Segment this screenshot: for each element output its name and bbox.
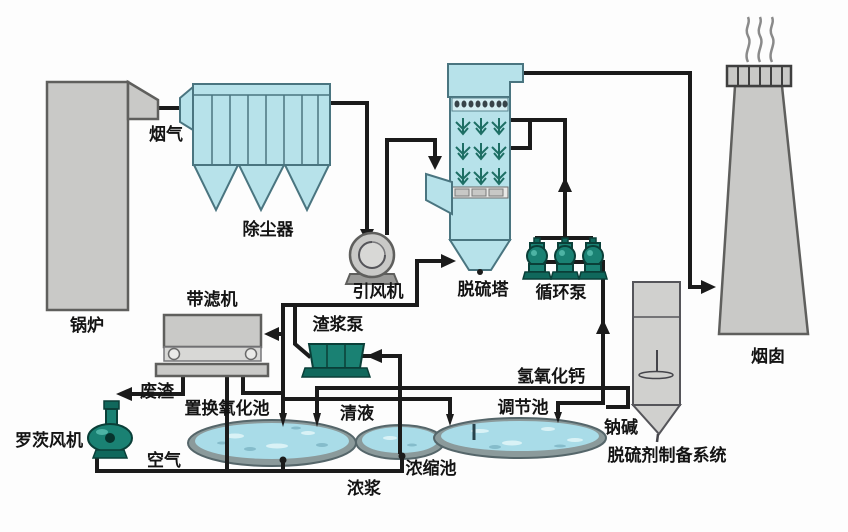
label-replacement-oxidation-pool: 置换氧化池 bbox=[185, 398, 270, 418]
label-dust-collector: 除尘器 bbox=[243, 219, 295, 239]
desulfurizer-preparation-tank bbox=[630, 281, 682, 443]
label-clear-liquid: 清液 bbox=[340, 403, 374, 423]
desulfurization-tower bbox=[425, 63, 524, 275]
chimney bbox=[717, 16, 810, 336]
label-induced-draft-fan: 引风机 bbox=[353, 281, 404, 301]
label-concentration-pool: 浓缩池 bbox=[406, 458, 457, 478]
pipes bbox=[95, 71, 703, 473]
label-desulfurizer-preparation-system: 脱硫剂制备系统 bbox=[608, 445, 727, 465]
label-roots-blower: 罗茨风机 bbox=[15, 430, 83, 450]
boiler bbox=[45, 79, 160, 312]
label-circulation-pump: 循环泵 bbox=[536, 282, 587, 302]
label-adjustment-pool: 调节池 bbox=[498, 397, 549, 417]
slurry-pump bbox=[300, 343, 372, 378]
smoke-icon bbox=[745, 16, 775, 63]
label-desulfurization-tower: 脱硫塔 bbox=[458, 279, 510, 299]
labels: 烟气 锅炉 除尘器 引风机 脱硫塔 循环泵 烟囱 带滤机 渣浆泵 废渣 氢氧化钙… bbox=[15, 124, 785, 498]
label-waste-residue: 废渣 bbox=[140, 381, 175, 401]
label-boiler: 锅炉 bbox=[70, 315, 104, 335]
belt-filter bbox=[154, 313, 270, 378]
label-chimney: 烟囱 bbox=[751, 346, 785, 366]
circulation-pumps bbox=[522, 237, 608, 280]
roots-blower bbox=[87, 400, 133, 459]
label-sodium-alkali: 钠碱 bbox=[604, 417, 638, 437]
label-flue-gas: 烟气 bbox=[149, 124, 183, 144]
label-air: 空气 bbox=[147, 450, 181, 470]
flow-arrows bbox=[116, 101, 716, 464]
replacement-oxidation-pool bbox=[187, 419, 357, 467]
adjustment-pool bbox=[433, 417, 607, 459]
label-belt-filter: 带滤机 bbox=[187, 289, 238, 309]
dust-collector bbox=[179, 83, 331, 213]
label-calcium-hydroxide: 氢氧化钙 bbox=[517, 366, 585, 386]
label-slurry-pump: 渣浆泵 bbox=[313, 314, 364, 334]
label-thick-slurry: 浓浆 bbox=[347, 478, 382, 498]
induced-draft-fan bbox=[344, 231, 400, 285]
